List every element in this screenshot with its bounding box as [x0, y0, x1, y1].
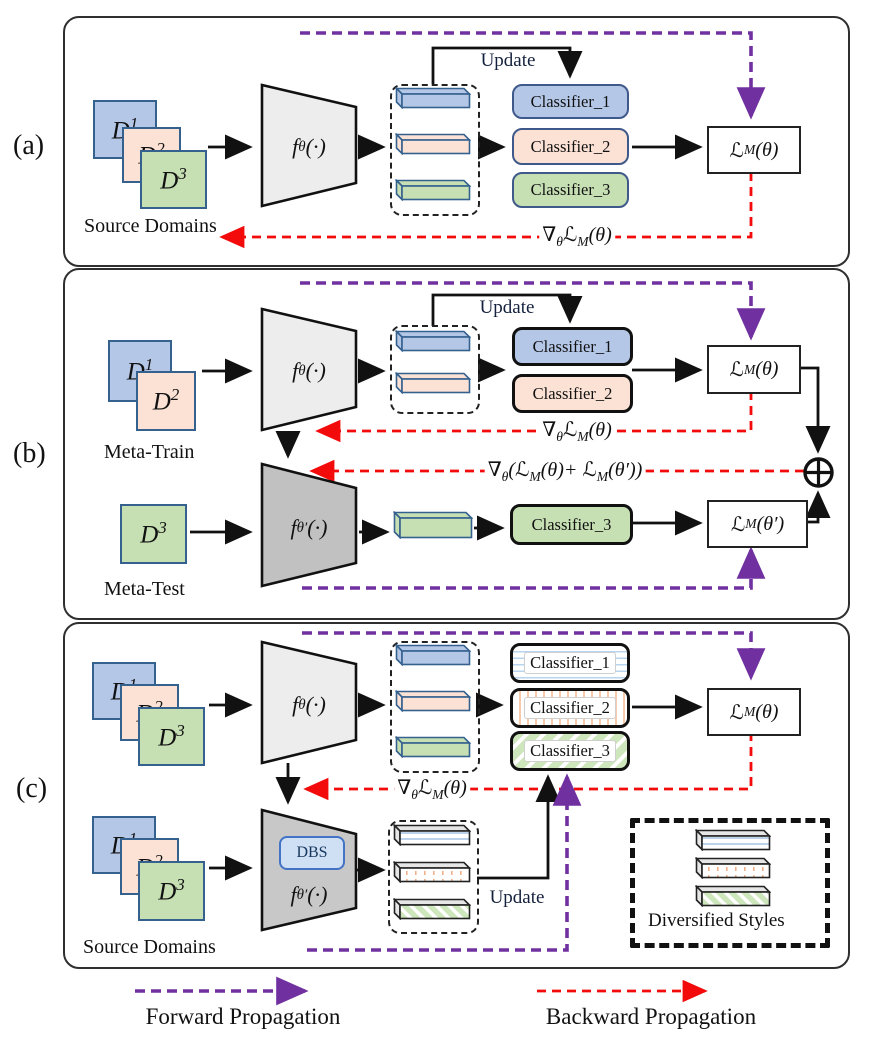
- c-classifier-3-label: Classifier_3: [524, 740, 616, 762]
- gradient-combined-label: ∇θ(ℒM(θ)+ ℒM(θ′)): [484, 457, 646, 485]
- feature-bar-green: [394, 178, 472, 202]
- classifier-2-b: Classifier_2: [512, 374, 633, 413]
- meta-test-d3-label: D3: [140, 518, 167, 549]
- classifier-3: Classifier_3: [512, 172, 629, 208]
- c-feature-bar-peach: [394, 689, 472, 713]
- panel-a-frame: [63, 16, 850, 267]
- diversified-styles-label: Diversified Styles: [648, 910, 785, 931]
- encoder-train-trapezoid: [260, 307, 358, 432]
- meta-train-d2: D2: [136, 371, 196, 431]
- b-update-wire: [431, 293, 583, 326]
- meta-train-bar-blue: [394, 329, 472, 353]
- a-forward-wire: [300, 31, 766, 120]
- update-label: Update: [480, 50, 536, 71]
- c-classifier-1: Classifier_1: [510, 643, 630, 683]
- c-domain-d3-label: D3: [158, 720, 185, 752]
- stylized-bar-dots: [392, 860, 472, 884]
- classifier-1: Classifier_1: [512, 84, 629, 119]
- c2-domain-d3: D3: [138, 861, 205, 921]
- panel-b-frame: [63, 268, 850, 620]
- diversified-styles-box: [630, 818, 830, 948]
- meta-test-bar-green: [392, 510, 474, 540]
- panel-a-label: (a): [13, 130, 45, 161]
- encoder-trapezoid: [260, 83, 358, 208]
- c-domain-d3: D3: [138, 707, 205, 766]
- sum-node: [803, 457, 834, 488]
- meta-test-d3: D3: [120, 504, 187, 564]
- legend-bar-lines: [694, 828, 772, 852]
- feature-bar-blue: [394, 86, 472, 110]
- forward-propagation-label: Forward Propagation: [145, 1004, 341, 1029]
- c-forward-wire-bottom: [307, 773, 582, 952]
- classifier-3-b: Classifier_3: [510, 504, 633, 545]
- a-update-wire: [431, 46, 583, 84]
- c-encoder-trapezoid: [260, 640, 358, 765]
- legend-bar-dots: [694, 856, 772, 880]
- c-source-domains-caption: Source Domains: [83, 936, 216, 958]
- c-classifier-1-label: Classifier_1: [524, 652, 616, 674]
- c-update-label: Update: [489, 887, 545, 908]
- feature-bar-peach: [394, 132, 472, 156]
- stylized-feature-box: [388, 820, 479, 934]
- c2-domain-d3-label: D3: [158, 875, 185, 906]
- b-loss-train-to-sum: [797, 366, 831, 454]
- gradient-train-label: ∇θℒM(θ): [539, 417, 615, 445]
- classifier-2: Classifier_2: [512, 128, 629, 165]
- domain-d3-label: D3: [160, 163, 187, 195]
- update-label-b: Update: [479, 297, 535, 318]
- meta-train-caption: Meta-Train: [104, 441, 195, 463]
- classifier-1-b: Classifier_1: [512, 327, 633, 366]
- c-classifier-3: Classifier_3: [510, 731, 630, 771]
- c-feature-bar-blue: [394, 643, 472, 667]
- source-domains-caption: Source Domains: [84, 215, 217, 237]
- meta-train-d2-label: D2: [152, 385, 180, 416]
- meta-train-bar-peach: [394, 371, 472, 395]
- c-classifier-2: Classifier_2: [510, 688, 630, 728]
- c-gradient-label: ∇θℒM(θ): [394, 775, 470, 803]
- panel-b-label: (b): [13, 438, 46, 469]
- domain-square-d3: D3: [140, 150, 207, 209]
- gradient-label: ∇θℒM(θ): [539, 222, 615, 250]
- backward-propagation-label: Backward Propagation: [545, 1004, 757, 1029]
- c-forward-wire-top: [302, 631, 766, 681]
- panel-c-label: (c): [16, 773, 48, 804]
- dbs-badge: DBS: [279, 836, 345, 870]
- panel-c-frame: [63, 622, 850, 969]
- stylized-bar-hatch: [392, 897, 472, 921]
- a-backward-wire: [219, 172, 753, 249]
- b-forward-wire-test: [302, 546, 766, 590]
- b-loss-test-to-sum: [804, 490, 831, 524]
- c-classifier-2-label: Classifier_2: [524, 697, 616, 719]
- c-update-wire: [477, 774, 561, 880]
- legend-bar-hatch: [694, 884, 772, 908]
- dbs-encoder-trapezoid: [260, 808, 358, 932]
- c-feature-bar-green: [394, 735, 472, 759]
- b-forward-wire-train: [300, 281, 766, 341]
- stylized-bar-lines: [392, 823, 472, 847]
- meta-test-caption: Meta-Test: [104, 578, 185, 600]
